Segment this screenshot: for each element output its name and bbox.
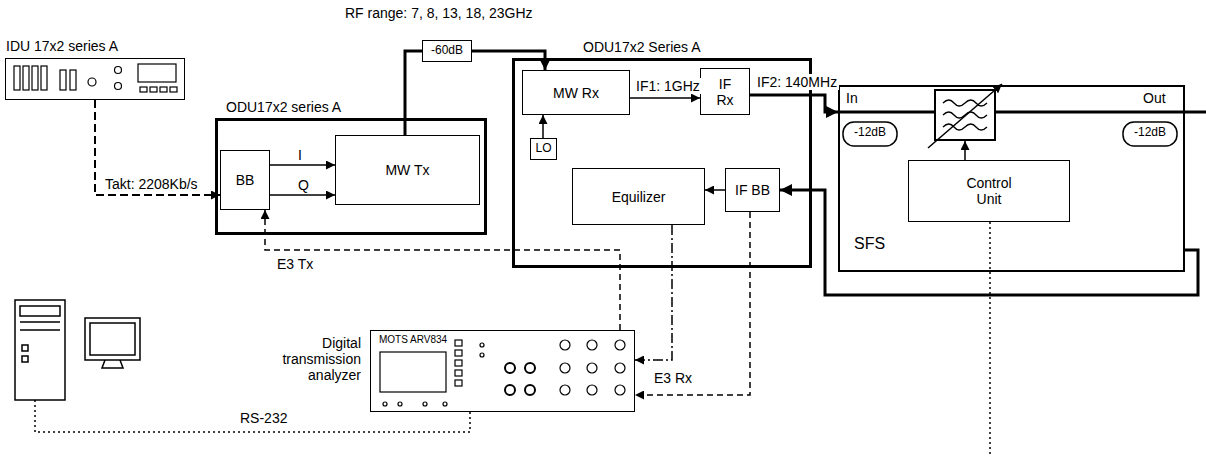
sfs-box: Control UnitSFS xyxy=(838,85,1185,272)
port-name: In xyxy=(846,90,858,106)
lo-box: LO xyxy=(530,138,557,160)
equalizer-box: Equilizer xyxy=(572,168,705,225)
signal-label: IF2: 140MHz xyxy=(755,74,839,90)
analyzer-panel xyxy=(380,340,625,406)
node-text: Equilizer xyxy=(612,188,666,204)
band-note: RF range: 7, 8, 13, 18, 23GHz xyxy=(345,5,533,21)
node-heading: ODU17x2 Series A xyxy=(583,39,701,55)
rs232-cable xyxy=(35,400,470,432)
signal-label: Takt: 2208Kb/s xyxy=(103,176,200,192)
if-rx-box: IF Rx xyxy=(700,68,750,115)
node-text: MW Rx xyxy=(553,84,599,100)
interface-name: RS-232 xyxy=(240,410,287,426)
signal-connector xyxy=(265,210,620,330)
signal-connector xyxy=(270,164,335,166)
pc-monitor xyxy=(85,318,140,368)
control-unit-box: Control Unit xyxy=(908,160,1070,222)
odu-housing: BBMW TxODU17x2 series A xyxy=(215,118,487,235)
signal-label: I xyxy=(296,147,304,163)
control-arrow xyxy=(964,141,966,160)
node-heading: ODU17x2 series A xyxy=(226,99,341,115)
node-text: IF Rx xyxy=(713,75,737,107)
signal-connector xyxy=(705,189,725,191)
sfs-through-line xyxy=(838,111,1206,114)
node-heading: Digital transmission analyzer xyxy=(261,335,361,383)
node-text: LO xyxy=(535,142,551,156)
control-cable xyxy=(989,222,991,457)
baseband-box: BB xyxy=(220,150,270,210)
coupler-in xyxy=(843,122,897,146)
signal-label: Q xyxy=(296,177,311,193)
coupling-value: -12dB xyxy=(843,126,897,140)
signal-connector xyxy=(635,225,672,360)
signal-label: E3 Rx xyxy=(652,370,694,386)
node-text: BB xyxy=(236,172,255,188)
mw-tx-box: MW Tx xyxy=(335,135,480,205)
node-text: IF BB xyxy=(735,182,770,198)
node-heading: SFS xyxy=(854,235,885,253)
tunable-filter xyxy=(928,84,1002,148)
mw-rx-box: MW Rx xyxy=(522,70,630,115)
signal-label: E3 Tx xyxy=(275,256,315,272)
signal-connector xyxy=(95,100,220,195)
signal-connector xyxy=(750,95,838,112)
analyzer-device: Digital transmission analyzerMOTS ARV834 xyxy=(370,330,635,412)
coupling-value: -12dB xyxy=(1123,126,1177,140)
signal-connector xyxy=(405,51,422,135)
node-heading: MOTS ARV834 xyxy=(379,334,447,346)
signal-connector xyxy=(270,194,335,196)
signal-connector xyxy=(635,212,750,395)
idu-panel xyxy=(14,64,177,92)
node-text: MW Tx xyxy=(385,162,429,178)
signal-connector xyxy=(542,115,544,138)
pc-tower xyxy=(15,300,65,400)
attenuator-box: -60dB xyxy=(422,40,472,62)
signal-connector xyxy=(630,97,700,99)
coupler-out xyxy=(1123,122,1177,146)
signal-label: IF1: 1GHz xyxy=(634,78,702,94)
node-text: Control Unit xyxy=(954,175,1024,207)
idu-device: IDU 17x2 series A xyxy=(5,58,185,100)
node-text: -60dB xyxy=(431,44,463,58)
port-name: Out xyxy=(1143,90,1166,106)
if-bb-box: IF BB xyxy=(725,168,780,212)
node-heading: IDU 17x2 series A xyxy=(6,38,118,54)
